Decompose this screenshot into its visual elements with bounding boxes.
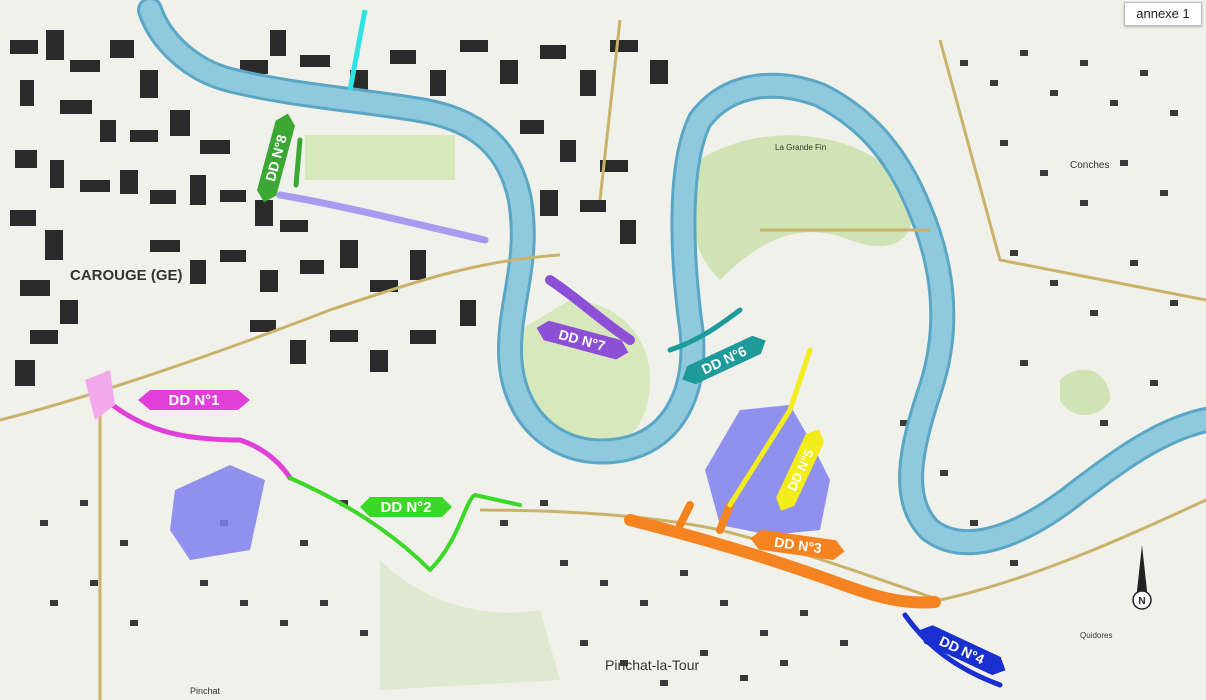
route-dd2 — [288, 476, 522, 572]
roads — [0, 19, 1206, 700]
route-dd1 — [97, 392, 293, 481]
place-pinchat-la-tour: Pinchat-la-Tour — [605, 657, 699, 673]
place-carouge: CAROUGE (GE) — [70, 267, 183, 284]
route-dd7-link — [276, 191, 489, 244]
route-dd3-branch — [676, 501, 734, 534]
label-dd2-text: DD N°2 — [380, 499, 431, 516]
place-conches: Conches — [1070, 160, 1109, 171]
dd-routes — [97, 137, 1003, 688]
north-arrow-label: N — [1138, 596, 1145, 607]
route-dd6 — [667, 307, 743, 353]
label-dd3[interactable]: DD N°3 — [749, 528, 846, 561]
river-cyan-marker — [347, 9, 368, 91]
route-dd4 — [902, 612, 1003, 688]
north-arrow-icon: N — [1132, 545, 1152, 610]
city-blocks — [10, 30, 668, 386]
annex-label: annexe 1 — [1124, 2, 1202, 26]
urban-zones — [170, 405, 830, 560]
place-quidores: Quidores — [1080, 631, 1112, 640]
label-dd3-text: DD N°3 — [773, 534, 823, 556]
river-arve — [137, 0, 1206, 556]
route-dd8 — [293, 137, 303, 188]
label-dd1[interactable]: DD N°1 — [138, 390, 250, 410]
label-dd2[interactable]: DD N°2 — [360, 497, 452, 517]
place-pinchat: Pinchat — [190, 686, 221, 696]
route-dd5 — [727, 347, 813, 508]
green-areas — [305, 135, 1110, 690]
dd1-node — [85, 370, 115, 420]
route-dd3 — [624, 514, 941, 609]
place-grande-fin: La Grande Fin — [775, 143, 826, 152]
label-dd1-text: DD N°1 — [168, 392, 219, 409]
route-dd7 — [545, 275, 635, 345]
houses — [40, 50, 1178, 686]
